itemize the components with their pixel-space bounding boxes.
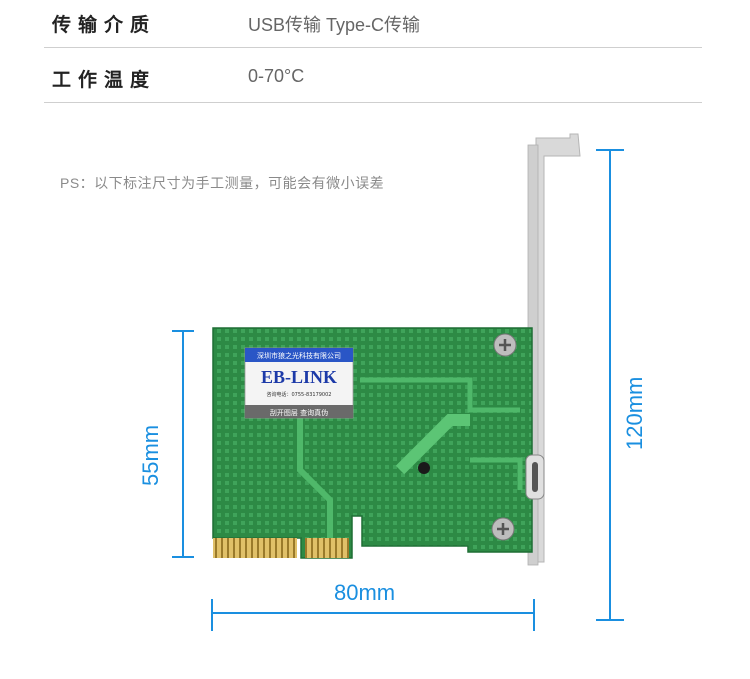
sticker-footer: 刮开图层 查询真伪 <box>270 408 328 417</box>
spec-row-temperature: 工作温度 0-70°C <box>44 55 702 103</box>
sticker-brand: EB-LINK <box>261 367 337 387</box>
spec-label: 工作温度 <box>52 70 157 91</box>
dimension-lines <box>172 149 624 631</box>
dimension-label-80: 80mm <box>334 580 396 605</box>
sticker-company: 深圳市狼之光科技有限公司 <box>257 351 341 360</box>
screw-top <box>493 333 517 357</box>
type-c-port <box>525 454 545 500</box>
gold-fingers-right <box>305 538 349 558</box>
metal-bracket <box>527 133 581 566</box>
dimension-label-55: 55mm <box>138 424 163 486</box>
spec-row-medium: 传输介质 USB传输 Type-C传输 <box>44 0 702 48</box>
measurement-note: PS：以下标注尺寸为手工测量，可能会有微小误差 <box>60 175 385 191</box>
spec-value: 0-70°C <box>248 66 305 86</box>
screw-bottom <box>491 517 515 541</box>
gold-fingers-left <box>213 538 297 558</box>
spec-label: 传输介质 <box>52 15 157 36</box>
product-sticker: 深圳市狼之光科技有限公司 EB-LINK 咨询电话：0755-83179002 … <box>244 347 354 419</box>
sticker-phone: 咨询电话：0755-83179002 <box>267 391 332 398</box>
spec-value: USB传输 Type-C传输 <box>248 15 421 35</box>
dimension-label-120: 120mm <box>622 376 647 450</box>
